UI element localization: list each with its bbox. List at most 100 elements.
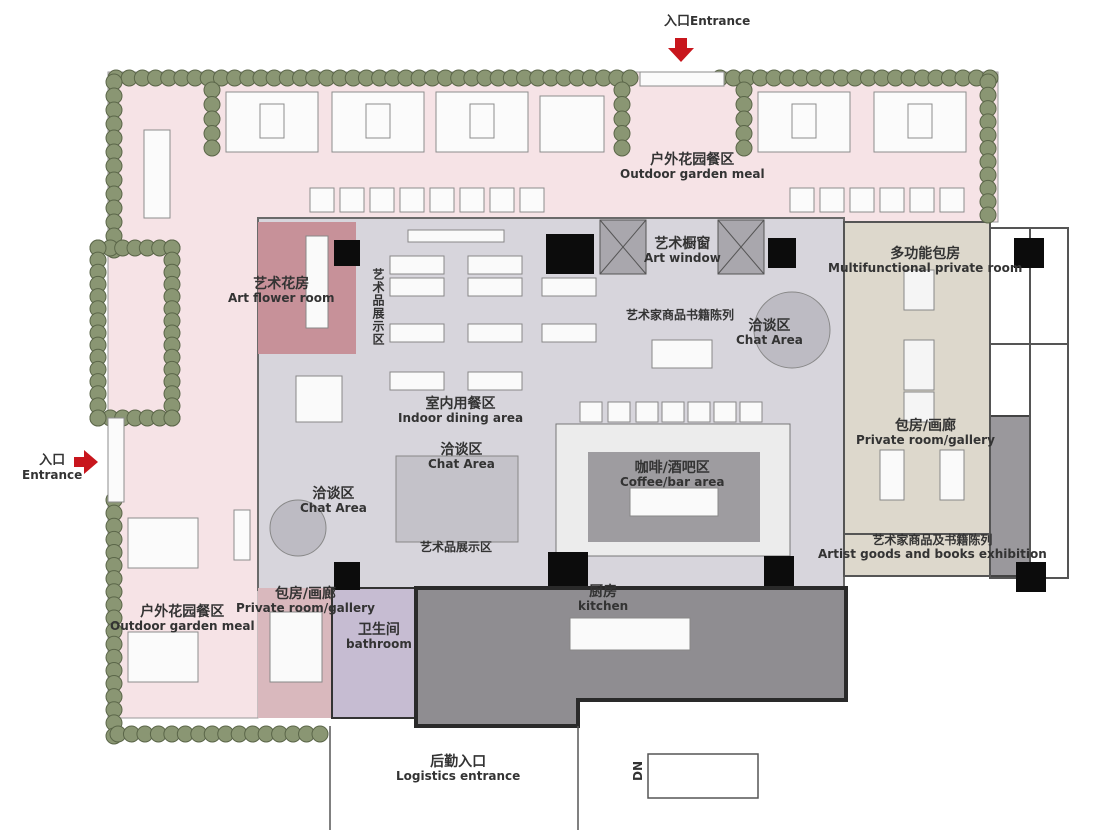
garden-hedges (89, 69, 999, 745)
outdoor-chair (789, 187, 815, 213)
outdoor-table (365, 103, 391, 139)
hedge-shrub (203, 96, 221, 113)
dining-table (467, 371, 523, 391)
outdoor-chair (339, 187, 365, 213)
sofa (879, 449, 905, 501)
hedge-shrub (735, 96, 753, 113)
hedge-shrub (613, 125, 631, 142)
dining-table (389, 371, 445, 391)
outdoor-table (907, 103, 933, 139)
hedge-shrub (203, 125, 221, 142)
bar-stool (687, 401, 711, 423)
art-display-vertical-label: 艺术品展示区 (371, 268, 385, 346)
bar-island (629, 487, 719, 517)
outdoor-chair (519, 187, 545, 213)
flower-counter (305, 235, 329, 329)
hedge-shrub (613, 81, 631, 99)
bar-stool (739, 401, 763, 423)
chat-area-rug-left (269, 499, 327, 557)
top-entrance-label: 入口Entrance (664, 14, 751, 29)
outdoor-chair (369, 187, 395, 213)
outdoor-chair (459, 187, 485, 213)
outdoor-chair (879, 187, 905, 213)
outdoor-table (791, 103, 817, 139)
hedge-shrub (613, 139, 631, 157)
bar-stool (635, 401, 659, 423)
hedge-shrub (89, 409, 107, 427)
book-display-table (651, 339, 713, 369)
umbrella-table (539, 95, 605, 153)
outdoor-table-set (127, 517, 199, 569)
entrance-planter (107, 417, 125, 503)
sofa (939, 449, 965, 501)
outdoor-table (469, 103, 495, 139)
hedge-shrub (621, 69, 639, 87)
chat-area-rug-right (753, 291, 831, 369)
top-entrance-arrow (668, 38, 694, 66)
hedge-shrub (203, 110, 221, 128)
hedge-shrub (735, 81, 753, 99)
hedge-shrub (613, 110, 631, 128)
dining-table (467, 323, 523, 343)
bar-stool (607, 401, 631, 423)
outdoor-chair (429, 187, 455, 213)
round-table-set (295, 375, 343, 423)
hedge-shrub (203, 139, 221, 157)
outdoor-table-sets (107, 71, 967, 683)
dining-table (541, 323, 597, 343)
hedge-shrub (979, 206, 997, 224)
kitchen-floor (414, 586, 848, 728)
dining-table (389, 255, 445, 275)
outdoor-chair (399, 187, 425, 213)
structural-columns (334, 234, 1046, 592)
outdoor-table-set (127, 631, 199, 683)
stairs-dn-label: DN (631, 760, 646, 782)
dining-table (467, 277, 523, 297)
hedge-shrub (203, 81, 221, 99)
dining-table (389, 277, 445, 297)
outdoor-chair (909, 187, 935, 213)
art-display-bottom-label: 艺术品展示区 (420, 540, 493, 554)
kitchen-island (569, 617, 691, 651)
hedge-shrub (613, 96, 631, 113)
dining-table (467, 255, 523, 275)
outdoor-chair (819, 187, 845, 213)
artist-books-label: 艺术家商品书籍陈列 (626, 308, 735, 322)
multifunctional-table (903, 269, 935, 423)
entrance-planter (639, 71, 725, 87)
chat-area-rug-center (395, 455, 519, 543)
indoor-table-sets (269, 229, 965, 683)
outdoor-bench (233, 509, 251, 561)
outdoor-chair (309, 187, 335, 213)
wall-shelf (407, 229, 505, 243)
hedge-shrub (163, 409, 181, 427)
outdoor-chair (489, 187, 515, 213)
logistics-corridor (329, 726, 759, 830)
outdoor-chair (939, 187, 965, 213)
hedge-shrub (735, 125, 753, 142)
hedge-shrub (735, 139, 753, 157)
left-entrance-arrow (74, 450, 98, 478)
private-room-table (269, 611, 323, 683)
outdoor-chair (849, 187, 875, 213)
bar-stool (713, 401, 737, 423)
bar-stool (661, 401, 685, 423)
outdoor-table (259, 103, 285, 139)
